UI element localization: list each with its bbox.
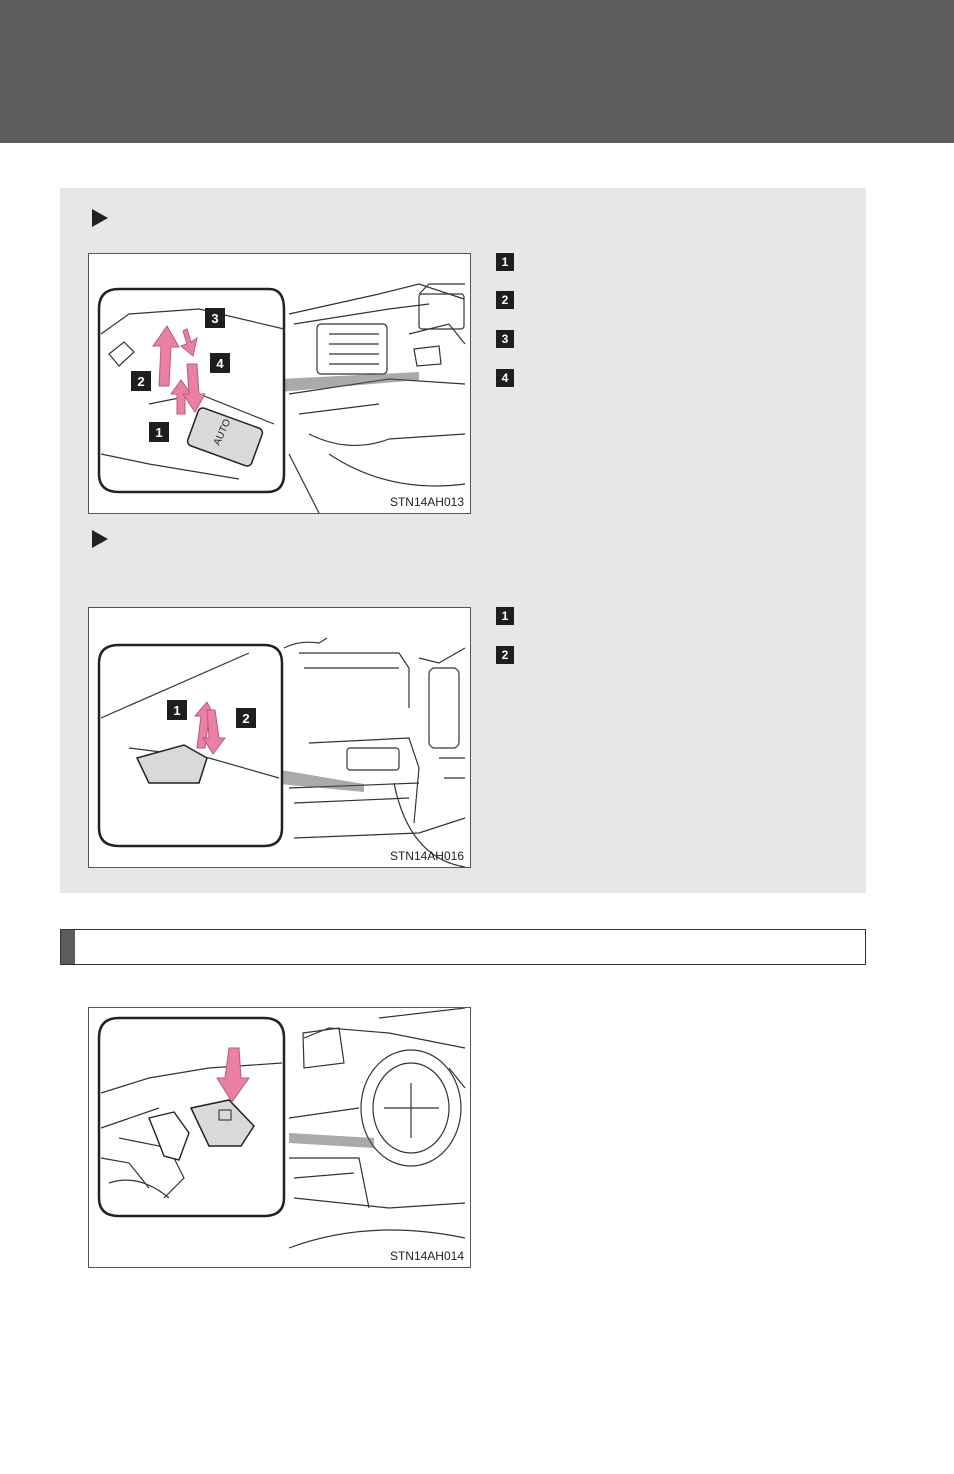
section-header [60,929,866,965]
figure-window-switch-rear: 1 2 STN14AH016 [88,607,471,868]
callout-1: 1 [155,425,162,440]
step-badge-2: 2 [496,646,514,664]
figure-code: STN14AH014 [389,1249,464,1263]
page-header-bar [0,0,954,143]
figure-window-lock-switch: STN14AH014 [88,1007,471,1268]
arrow-press-icon [216,1047,250,1103]
callout-2: 2 [242,711,249,726]
figure-window-switch-front: AUTO 3 4 2 1 STN14AH013 [88,253,471,514]
illustration-front-door: AUTO 3 4 2 1 [97,283,466,513]
arrow-down-long-icon [182,363,206,413]
section-header-accent [61,930,75,964]
callout-2: 2 [137,374,144,389]
step-badge-2: 2 [496,291,514,309]
step-badge-1: 1 [496,253,514,271]
step-badge-3: 3 [496,330,514,348]
triangle-pointer-icon [92,530,108,548]
triangle-pointer-icon [92,209,108,227]
callout-4: 4 [216,356,224,371]
arrow-down-icon [202,709,226,755]
arrow-up-long-icon [152,325,180,387]
step-badge-4: 4 [496,369,514,387]
illustration-rear-door: 1 2 [97,637,466,867]
step-badge-1: 1 [496,607,514,625]
figure-code: STN14AH013 [389,495,464,509]
illustration-driver-door [97,1008,466,1249]
figure-code: STN14AH016 [389,849,464,863]
callout-1: 1 [173,703,180,718]
arrow-down-short-icon [179,328,198,357]
arrow-up-short-icon [170,379,192,415]
callout-3: 3 [211,311,218,326]
